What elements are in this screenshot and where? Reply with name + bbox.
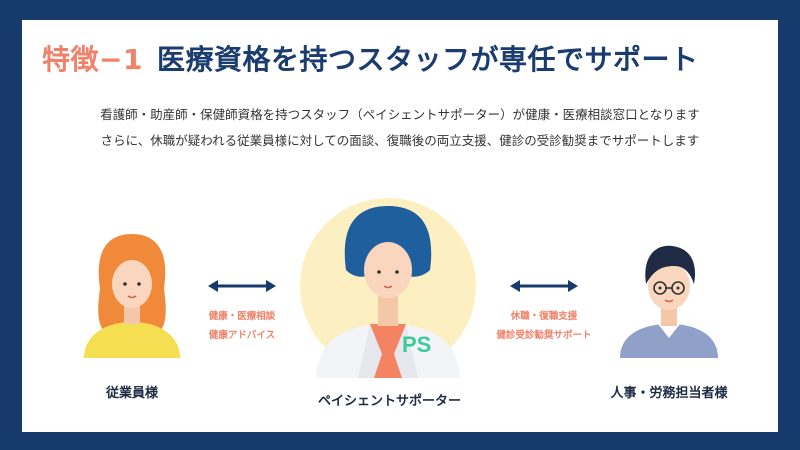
feature-tag: 特徴−1: [42, 43, 143, 76]
hr-label: 人事・労務担当者様: [610, 386, 728, 401]
hr-illustration: [620, 245, 718, 358]
lead-text-1: 看護師・助産師・保健師資格を持つスタッフ（ペイシェントサポーター）が健康・医療相…: [100, 107, 700, 122]
supporter-illustration: [300, 198, 476, 378]
left-double-arrow-icon: [208, 280, 276, 292]
supporter-label: ペイシェントサポーター: [318, 394, 462, 409]
title-text: 医療資格を持つスタッフが専任でサポート: [156, 43, 699, 76]
ps-badge: PS: [402, 332, 432, 357]
right-double-arrow-icon: [510, 280, 578, 292]
lead-text-2: さらに、休職が疑われる従業員様に対しての面談、復職後の両立支援、健診の受診勧奨ま…: [100, 133, 700, 148]
employee-illustration: [84, 234, 180, 358]
slide: 特徴−1 医療資格を持つスタッフが専任でサポート 看護師・助産師・保健師資格を持つ…: [22, 20, 778, 432]
employee-label: 従業員様: [105, 386, 158, 401]
right-link-text-2: 健診受診勧奨サポート: [496, 330, 592, 341]
right-link-text-1: 休職・復職支援: [510, 311, 578, 322]
slide-title: 特徴−1 医療資格を持つスタッフが専任でサポート: [42, 40, 698, 80]
left-link-text-1: 健康・医療相談: [208, 311, 276, 322]
left-link-text-2: 健康アドバイス: [208, 330, 276, 341]
